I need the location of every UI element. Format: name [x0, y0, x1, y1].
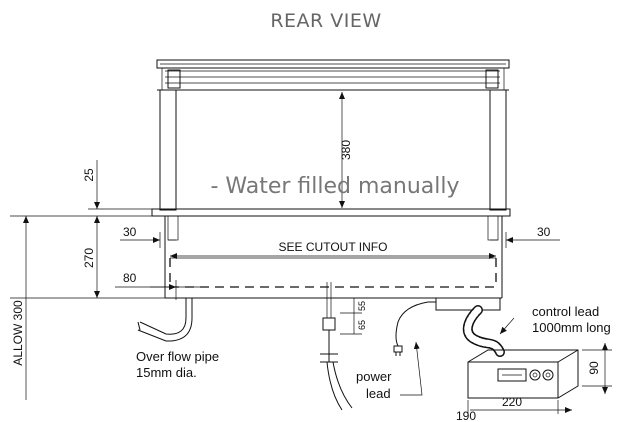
dim-30-right: 30	[537, 225, 551, 239]
control-knob-2	[542, 369, 554, 381]
dim-65: 65	[357, 320, 367, 330]
power-label-1: power	[356, 369, 392, 384]
overflow-label-1: Over flow pipe	[136, 349, 219, 364]
control-knob-1	[529, 369, 541, 381]
dim-55: 55	[357, 301, 367, 311]
dim-30-left: 30	[123, 225, 137, 239]
dim-380: 380	[339, 140, 353, 160]
dim-allow-300: ALLOW 300	[11, 300, 25, 366]
control-label-2: 1000mm long	[532, 320, 611, 335]
lower-tank	[164, 215, 503, 299]
power-label-2: lead	[366, 386, 391, 401]
dim-25: 25	[82, 168, 96, 182]
control-lead-hose	[462, 305, 505, 357]
cutout-label: SEE CUTOUT INFO	[279, 240, 388, 254]
well-frame	[151, 89, 511, 217]
overflow-label-2: 15mm dia.	[136, 365, 197, 380]
connector-block	[435, 297, 501, 311]
top-canopy	[156, 59, 510, 91]
power-lead	[393, 301, 429, 356]
dim-270: 270	[82, 248, 96, 268]
dim-190: 190	[456, 409, 476, 422]
overflow-pipe	[137, 298, 193, 342]
drain-tap	[320, 282, 353, 411]
display-panel	[497, 368, 527, 382]
control-label-1: control lead	[532, 304, 599, 319]
control-box	[467, 349, 579, 399]
dim-80: 80	[123, 271, 137, 285]
dim-220: 220	[502, 395, 522, 409]
view-title: REAR VIEW	[270, 10, 381, 32]
dim-90: 90	[587, 361, 601, 375]
water-filled-note: - Water filled manually	[210, 174, 459, 199]
